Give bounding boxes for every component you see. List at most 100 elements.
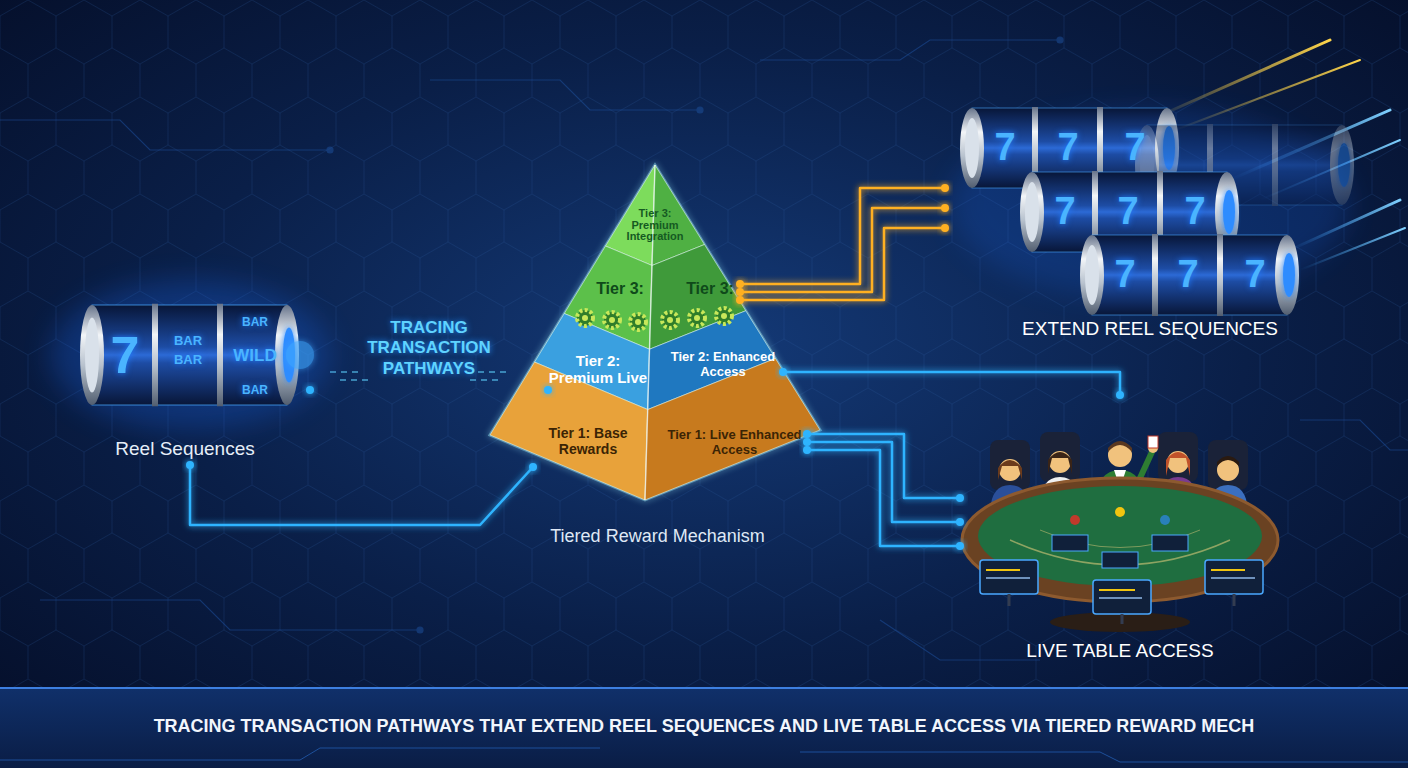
- players: [1148, 436, 1158, 448]
- node-label: Reel Sequences: [60, 438, 310, 460]
- table-monitors: [986, 569, 1020, 571]
- gear-icon: [716, 308, 732, 324]
- reel-symbol: BAR: [148, 333, 228, 349]
- gear-icon: [716, 308, 732, 324]
- gear-icon: [694, 315, 700, 321]
- reel-symbol: 7: [965, 125, 1045, 171]
- players: [1140, 452, 1152, 478]
- tier-face: Tier 2: Enhanced Access: [663, 350, 783, 398]
- gear-icon: [667, 317, 673, 323]
- table: [962, 478, 1278, 632]
- players: [1108, 441, 1132, 452]
- table-monitors: [1099, 597, 1142, 599]
- circuit-traces: [1057, 37, 1063, 43]
- gear-icon: [577, 310, 593, 326]
- gear-icon: [689, 310, 705, 326]
- circuit-traces: [327, 147, 333, 153]
- live-table-illustration: [962, 432, 1278, 632]
- reel-illustration: [50, 280, 330, 430]
- reel-symbol: BAR: [215, 315, 295, 329]
- table-monitors: [1121, 614, 1124, 624]
- table: [1160, 515, 1170, 525]
- reel-symbol: 7: [1215, 252, 1295, 298]
- footer-band: [800, 752, 1408, 762]
- table-monitors: [986, 577, 1030, 579]
- dashed-flow-lines: [470, 379, 500, 381]
- circuit-traces: [880, 620, 1040, 660]
- table-node: LIVE TABLE ACCESS: [960, 395, 1280, 680]
- table-monitors: [980, 560, 1038, 594]
- footer-band: [0, 688, 1408, 768]
- players: [1048, 452, 1072, 474]
- players: [999, 459, 1021, 481]
- motion-streaks: [1150, 40, 1330, 120]
- gear-icon: [662, 312, 678, 328]
- table-monitors: [1099, 589, 1135, 591]
- reel-symbol: 7: [1148, 252, 1228, 298]
- circuit-traces: [760, 40, 1060, 60]
- table: [1070, 515, 1080, 525]
- connector-line: [190, 465, 533, 525]
- caption-text: TRACING TRANSACTION PATHWAYS THAT EXTEND…: [0, 716, 1408, 737]
- connector-line: [783, 372, 1120, 395]
- tier-face: Tier 2: Premium Live: [548, 352, 648, 397]
- connector-line: [807, 450, 960, 546]
- reel-symbol: 7: [1025, 189, 1105, 235]
- node-label: Tier 2: Premium Live: [548, 352, 648, 387]
- table-monitors: [1152, 535, 1188, 551]
- pyramid-glow: [490, 165, 820, 500]
- reel-node: Reel Sequences: [60, 300, 310, 465]
- node-label: Tier 2: Enhanced Access: [663, 350, 783, 380]
- connector-dot: [306, 386, 314, 394]
- players: [1049, 451, 1071, 473]
- circuit-traces: [0, 37, 1408, 660]
- table-monitors: [1211, 577, 1255, 579]
- reel-symbol: WILD: [215, 346, 295, 366]
- gear-icon: [630, 314, 646, 330]
- table-monitors: [1205, 560, 1263, 594]
- table-monitors: [1233, 594, 1236, 606]
- chairs: [1158, 432, 1198, 482]
- reel-symbol: BAR: [215, 383, 295, 397]
- node-label: Tier 1: Base Rewards: [533, 425, 643, 457]
- extended-reels-illustration: [950, 40, 1405, 316]
- reel-symbol: 7: [1088, 189, 1168, 235]
- connector-dot: [956, 494, 964, 502]
- circuit-traces: [40, 600, 420, 630]
- reel-symbol: 7: [1085, 252, 1165, 298]
- connector-line: [807, 434, 960, 498]
- dashed-flow-lines: [340, 379, 370, 381]
- footer-band: [0, 688, 1408, 768]
- chairs: [1040, 432, 1080, 482]
- connector-line: [740, 228, 945, 300]
- footer-band: [0, 748, 600, 760]
- connector-dot: [1116, 391, 1124, 399]
- gear-icon: [721, 313, 727, 319]
- table-monitors: [1211, 569, 1245, 571]
- connector-dot: [544, 386, 552, 394]
- dashed-flow-lines: [330, 371, 360, 373]
- connector-line: [740, 208, 945, 292]
- circuit-traces: [697, 107, 703, 113]
- players: [1166, 452, 1190, 476]
- connector-dot: [803, 438, 811, 446]
- circuit-traces: [1300, 420, 1408, 450]
- connector-line: [807, 442, 960, 522]
- players: [1217, 456, 1239, 466]
- gear-icon: [604, 312, 620, 328]
- connector-dot: [956, 542, 964, 550]
- reel-symbol: 7: [1155, 189, 1235, 235]
- connector-dot: [779, 368, 787, 376]
- node-label: Tier 1: Live Enhanced Access: [662, 428, 807, 458]
- reel-symbol: BAR: [148, 352, 228, 368]
- connector-dot: [956, 518, 964, 526]
- connector-dot: [736, 296, 744, 304]
- reel-illustration: [80, 304, 299, 407]
- gear-icon: [630, 314, 646, 330]
- gear-icon: [604, 312, 620, 328]
